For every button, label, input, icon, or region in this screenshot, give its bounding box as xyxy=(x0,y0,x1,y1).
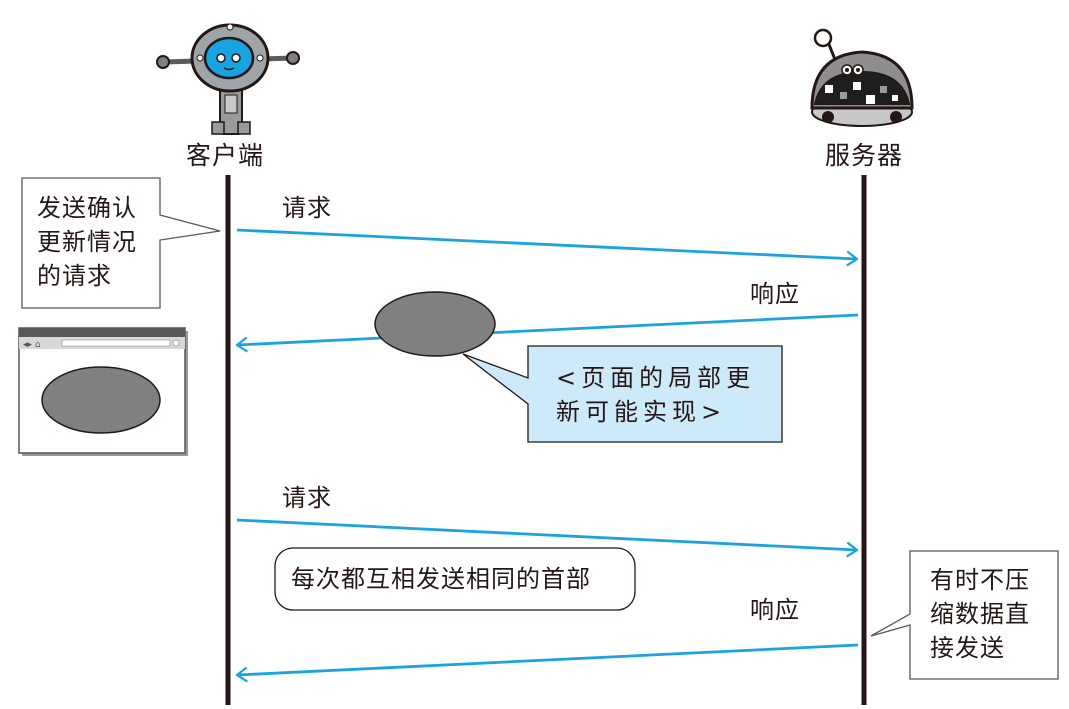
browser-window-icon: ◂▸ ⌂ xyxy=(18,327,188,456)
uncompressed-note: 有时不压 缩数据直 接发送 xyxy=(930,563,1030,665)
server-label: 服务器 xyxy=(825,141,904,170)
client-robot-icon xyxy=(156,23,300,135)
response-label-2: 响应 xyxy=(750,596,800,624)
client-update-note-line-2: 更新情况 xyxy=(37,228,137,256)
partial-update-callout xyxy=(462,345,783,443)
response-label-1: 响应 xyxy=(750,280,800,308)
client-update-note-line-3: 的请求 xyxy=(37,262,112,290)
same-headers-note-box xyxy=(274,547,636,611)
response-arrow-2 xyxy=(237,643,859,675)
request-label-2: 请求 xyxy=(282,484,332,512)
uncompressed-note-line-2: 缩数据直 xyxy=(930,600,1030,628)
uncompressed-note-line-1: 有时不压 xyxy=(930,566,1030,594)
client-update-note-line-1: 发送确认 xyxy=(37,194,137,222)
server-robot-icon xyxy=(810,28,914,127)
client-update-note: 发送确认 更新情况 的请求 xyxy=(37,191,137,293)
partial-update-note: <页面的局部更 新可能实现> xyxy=(556,361,755,429)
request-arrow-2 xyxy=(236,518,857,550)
client-note-box xyxy=(21,177,221,309)
same-headers-note: 每次都互相发送相同的首部 xyxy=(291,565,591,593)
request-label-1: 请求 xyxy=(282,194,332,222)
uncompressed-note-box xyxy=(870,550,1059,680)
partial-update-note-line-1: <页面的局部更 xyxy=(556,364,756,392)
response-arrow-1 xyxy=(237,313,859,345)
partial-update-note-line-2: 新可能实现> xyxy=(556,398,727,426)
request-arrow-1 xyxy=(236,228,857,259)
svg-text:◂▸ ⌂: ◂▸ ⌂ xyxy=(23,340,41,350)
uncompressed-note-line-3: 接发送 xyxy=(930,634,1005,662)
client-label: 客户端 xyxy=(186,141,265,170)
payload-ellipse xyxy=(374,291,496,357)
updated-region-ellipse xyxy=(41,366,161,434)
